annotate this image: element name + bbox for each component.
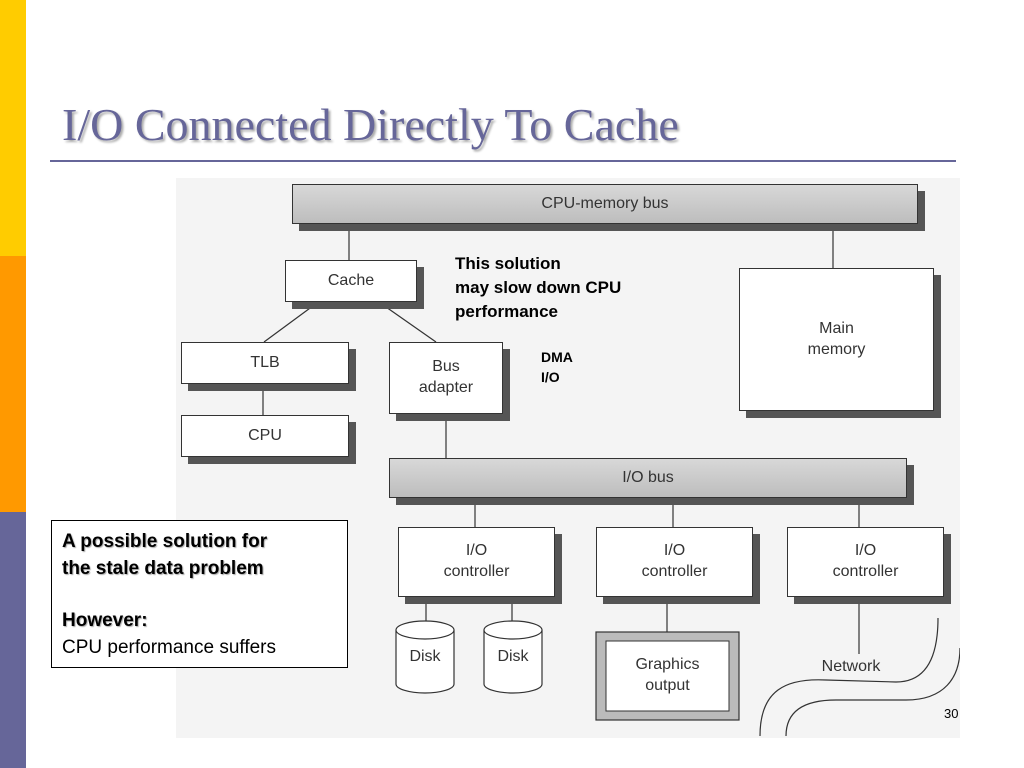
disk-2-shape [483,620,543,694]
line-cache-adapter [375,299,437,343]
graphics-monitor-shape [595,631,740,721]
disk-2-label: Disk [497,648,529,665]
io-bus: I/O bus [389,458,907,498]
accent-stripe-purple [0,512,26,768]
page-number: 30 [944,706,959,721]
line-cache-tlb [263,299,322,343]
callout-line-2: the stale data problem [62,557,264,579]
main-memory-box: Main memory [739,268,934,411]
callout-line-4: CPU performance suffers [62,636,277,658]
cache-box: Cache [285,260,417,302]
network-cable-shape [759,617,960,737]
io-controller-2: I/O controller [596,527,753,597]
accent-stripe-orange [0,256,26,512]
callout-line-1: A possible solution for [62,531,268,552]
tlb-box: TLB [181,342,349,384]
cpu-box: CPU [181,415,349,457]
callout-spacer [62,582,337,608]
io-controller-3: I/O controller [787,527,944,597]
connector-lines [262,224,960,737]
io-controller-1: I/O controller [398,527,555,597]
callout-line-3: However: [62,610,148,632]
callout-box: A possible solution for the stale data p… [51,520,348,668]
accent-stripe-yellow [0,0,26,256]
bus-adapter-box: Bus adapter [389,342,503,414]
network-label: Network [821,658,881,675]
slowdown-note: This solution may slow down CPU performa… [455,254,622,321]
disk-1-label: Disk [409,648,441,665]
dma-io-label: DMA I/O [541,349,573,385]
graphics-output-label: Graphics output [635,656,700,694]
disk-1-shape [395,620,455,694]
slide-title: I/O Connected Directly To Cache [62,99,679,150]
cpu-memory-bus: CPU-memory bus [292,184,918,224]
title-underline [50,160,956,162]
